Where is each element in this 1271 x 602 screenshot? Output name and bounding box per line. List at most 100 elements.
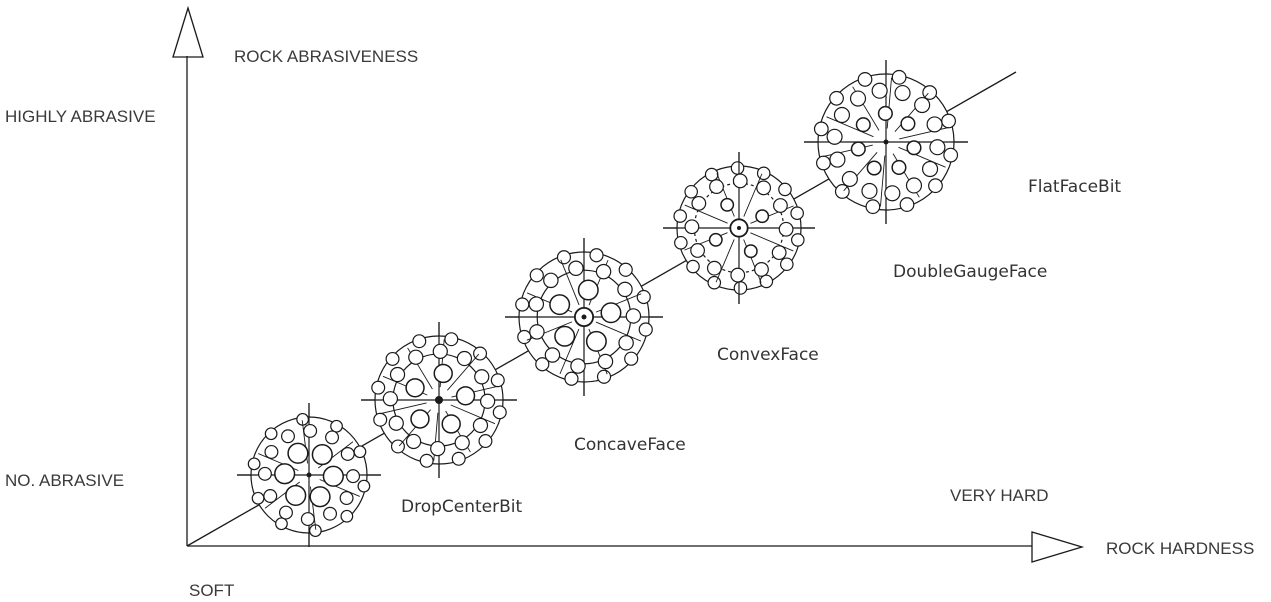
x-axis-title: ROCK HARDNESS (1106, 539, 1255, 558)
flushing-groove (898, 146, 946, 168)
gauge-button (564, 371, 579, 386)
flushing-groove (880, 155, 886, 207)
gauge-button (636, 289, 651, 305)
convex-face-bit-icon (505, 238, 663, 396)
face-button (585, 330, 607, 352)
gauge-button (529, 268, 544, 283)
gauge-button (412, 334, 427, 349)
gauge-button (686, 259, 700, 274)
face-button (772, 198, 788, 213)
face-button (756, 180, 772, 196)
gauge-button (778, 182, 792, 197)
face-button (257, 466, 272, 481)
gauge-button (780, 257, 794, 272)
face-button (706, 260, 722, 276)
flushing-groove (595, 321, 642, 342)
face-button (528, 296, 545, 312)
face-button (405, 378, 425, 398)
face-button (479, 393, 496, 409)
face-button (900, 116, 916, 132)
face-button (826, 128, 843, 145)
face-button (554, 325, 576, 347)
x-axis-high-label: VERY HARD (950, 486, 1049, 505)
face-button (263, 489, 278, 504)
face-button (389, 366, 406, 383)
face-button (287, 442, 309, 464)
face-button (382, 391, 399, 407)
flushing-groove (826, 116, 874, 138)
flushing-groove (750, 232, 794, 252)
flushing-groove (715, 239, 735, 283)
flushing-groove (447, 353, 480, 391)
gauge-button (251, 491, 265, 505)
gauge-button (733, 281, 748, 295)
face-button (618, 335, 634, 351)
gauge-button (928, 178, 943, 194)
face-button (456, 350, 473, 367)
face-button (754, 261, 769, 277)
center-point (581, 314, 587, 320)
gauge-button (490, 373, 505, 388)
face-button (866, 160, 882, 176)
face-button (285, 484, 307, 507)
gauge-button (556, 250, 572, 265)
gauge-button (275, 517, 288, 531)
face-button (877, 105, 893, 121)
gauge-button (451, 451, 466, 466)
face-button (323, 506, 338, 521)
double-gauge-face-bit-label: DoubleGaugeFace (893, 262, 1048, 282)
center-point (737, 226, 741, 230)
face-button (472, 417, 489, 434)
gauge-button (373, 412, 388, 427)
face-button (570, 358, 586, 374)
gauge-button (673, 209, 687, 223)
gauge-button (589, 248, 604, 263)
face-button (597, 353, 614, 370)
gauge-button (330, 419, 343, 433)
gauge-button (816, 155, 831, 171)
face-button (849, 90, 867, 107)
face-button (871, 82, 888, 99)
face-button (549, 294, 571, 316)
face-button (322, 465, 344, 487)
face-button (405, 433, 422, 450)
gauge-button (674, 235, 688, 250)
gauge-button (891, 69, 907, 85)
gauge-button (829, 90, 844, 106)
flushing-groove (379, 402, 427, 415)
face-button (691, 195, 707, 211)
gauge-button (624, 351, 639, 366)
face-button (433, 363, 453, 384)
gauge-button (385, 351, 400, 366)
face-button (709, 179, 724, 195)
y-axis-arrowhead (172, 5, 204, 58)
face-button (771, 245, 787, 261)
face-button (755, 209, 770, 224)
gauge-button (791, 233, 805, 247)
face-button (730, 267, 746, 283)
face-button (906, 140, 922, 156)
concave-face-bit-icon (361, 322, 517, 478)
y-axis-low-label: NO. ABRASIVE (5, 471, 125, 490)
flushing-groove (743, 173, 763, 217)
face-button (708, 232, 723, 247)
y-axis-high-label: HIGHLY ABRASIVE (5, 107, 156, 126)
face-button (454, 435, 470, 451)
face-button (884, 185, 901, 202)
gauge-button (813, 121, 829, 137)
gauge-button (941, 113, 956, 129)
y-axis-title: ROCK ABRASIVENESS (234, 47, 419, 66)
face-button (855, 117, 871, 133)
gauge-button (264, 427, 278, 441)
face-button (829, 151, 846, 168)
face-button (841, 170, 858, 188)
face-button (474, 369, 490, 385)
gauge-button (444, 332, 459, 347)
flushing-groove (560, 259, 580, 306)
face-button (568, 260, 584, 277)
face-button (850, 141, 866, 157)
gauge-button (704, 167, 719, 182)
face-button (577, 279, 599, 301)
gauge-button (340, 509, 354, 523)
